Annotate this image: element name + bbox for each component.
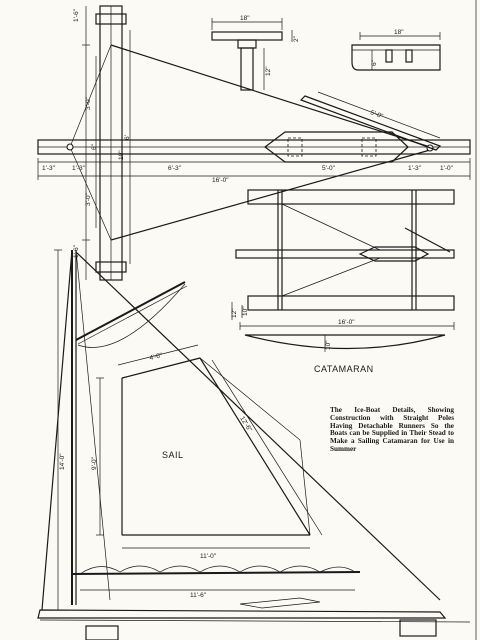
dim-front-total: 6' [124,135,131,140]
dim-front-upper: 3'-0" [85,96,92,110]
dim-cat-hull-depth: 10" [325,340,332,350]
dim-seg-c: 6'-3" [168,165,182,172]
dim-runner-width: 18" [240,15,250,22]
dim-runner-detail-height: 6" [371,59,378,66]
dim-runner-height: 2" [293,35,300,42]
dim-cat-height-b: 10" [242,306,249,316]
dim-sail-top: 4'-6" [149,352,164,362]
sail-label: SAIL [162,450,184,460]
dim-front-lower: 3'-0" [85,192,92,206]
dim-runner-detail-width: 18" [394,29,404,36]
dim-seg-a: 1'-3" [42,165,56,172]
catamaran-plan-view [231,189,455,330]
dim-boom-length: 11'-6" [190,592,207,599]
dim-boom-tip: 5'-0" [369,109,384,120]
dim-seg-f: 1'-0" [440,165,454,172]
dim-sail-diag: 12'-6" [238,415,253,433]
sail-diagram [96,344,323,549]
dim-mast-height: 14'-0" [59,453,66,470]
boom-tip-detail [299,91,442,151]
dim-seg-e: 1'-3" [408,165,422,172]
dim-runner-depth: 12" [265,66,272,76]
sail-side-view [37,249,471,640]
dim-seg-d: 5'-0" [322,165,336,172]
runner-detail [351,32,441,71]
ice-boat-plan-view [37,5,471,281]
runner-plank-detail [211,18,293,91]
catamaran-label: CATAMARAN [314,364,374,374]
figure-caption: The Ice-Boat Details, Showing Constructi… [330,406,454,453]
dim-front-small: 6" [91,143,98,150]
dim-center-mark: 10" [118,150,125,160]
dim-front-top: 1'-6" [73,8,80,22]
dim-sail-height: 9'-0" [91,456,98,470]
dim-cat-length: 16'-0" [338,319,355,326]
dim-overall-length: 16'-0" [212,177,229,184]
catamaran-hull-profile [244,334,446,352]
dim-seg-b: 1'-3" [72,165,86,172]
dim-sail-base: 11'-0" [200,553,217,560]
dim-cat-height-a: 12" [231,308,238,318]
